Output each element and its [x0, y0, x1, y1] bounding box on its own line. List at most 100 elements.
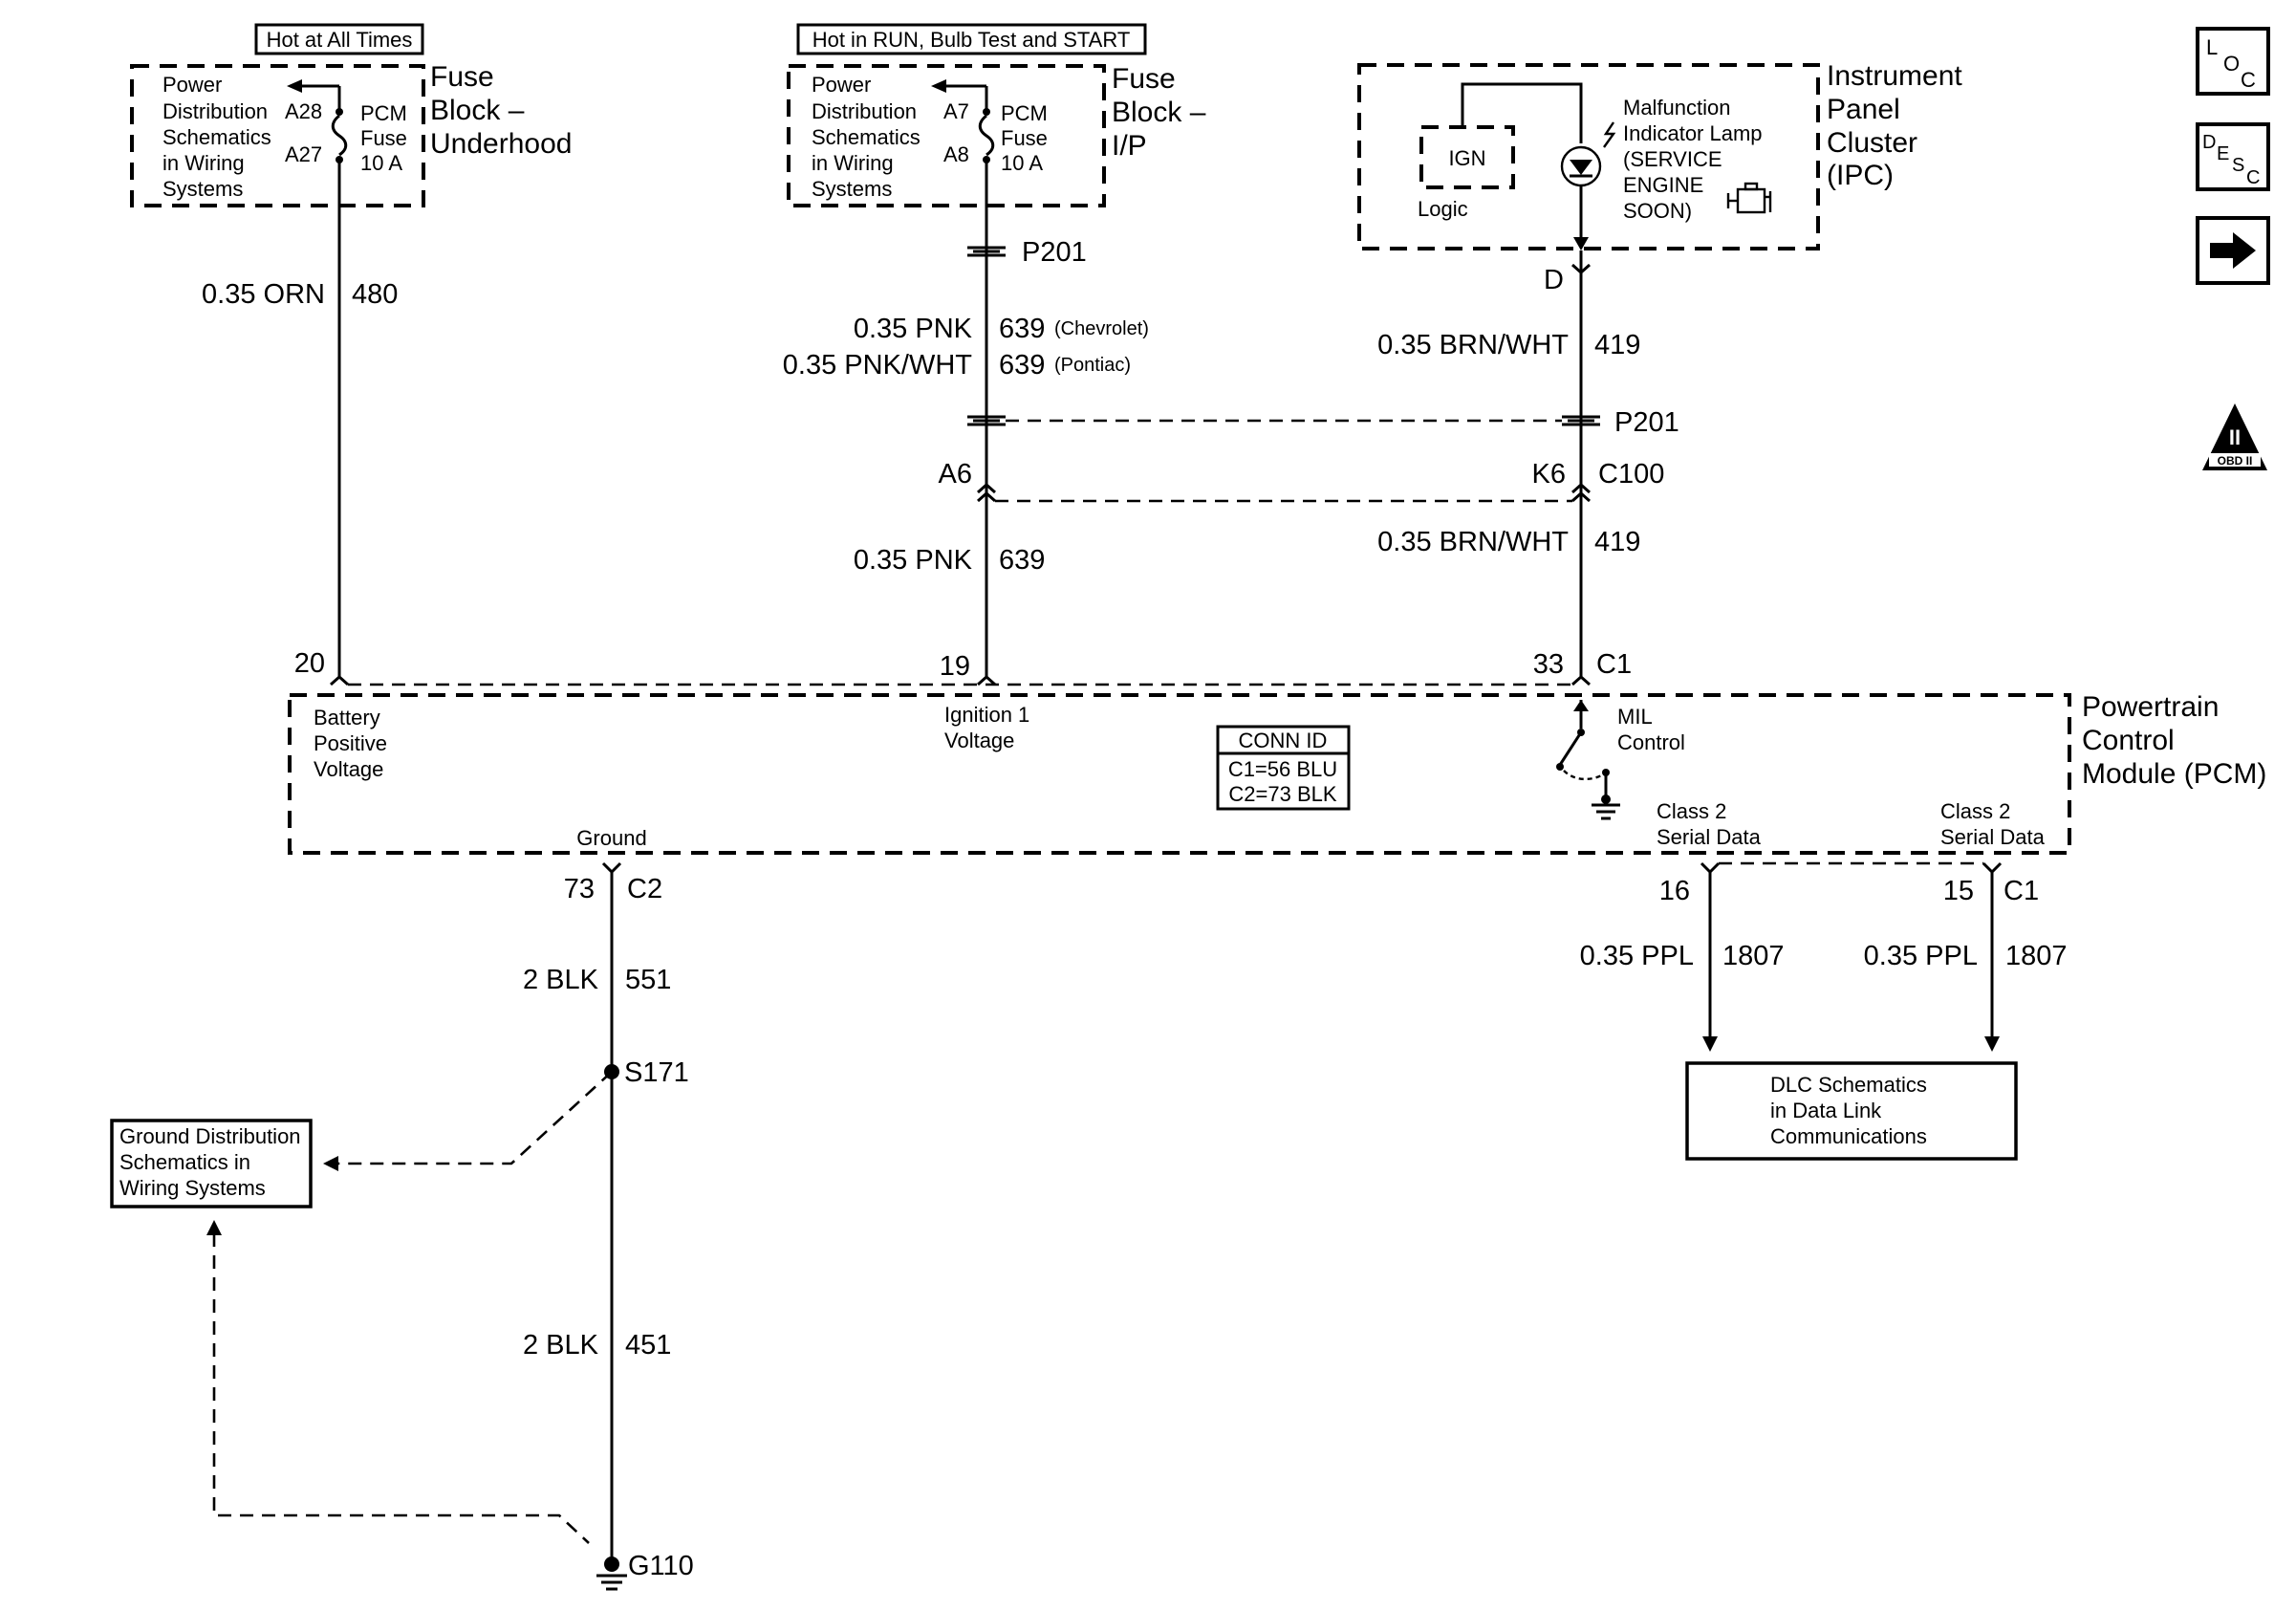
ground-dist-text: Ground Distribution: [119, 1124, 301, 1148]
conn-id-title: CONN ID: [1239, 729, 1328, 752]
power-dist-ref-text: in Wiring: [162, 151, 245, 175]
hot-at-all-times-banner: [254, 23, 424, 55]
wire-color-label: 2 BLK: [523, 1330, 599, 1361]
power-dist-ref-text: Schematics: [812, 125, 921, 149]
arrow-left-icon: [287, 79, 302, 93]
wire-color-label: 0.35 PNK/WHT: [783, 350, 972, 381]
wire-circuit-label: 1807: [2005, 941, 2068, 971]
fuse-block-ip-title: Block –: [1112, 97, 1206, 128]
loc-letter: C: [2241, 68, 2256, 92]
pcm-fuse-label: Fuse: [360, 126, 407, 150]
ground-g110-dot: [604, 1557, 619, 1572]
wire-color-label: 0.35 PPL: [1580, 941, 1694, 971]
wire-circuit-label: 451: [625, 1330, 671, 1361]
engine-icon: [1726, 182, 1772, 214]
pin-15-terminal: [1982, 861, 2003, 875]
obd-label: OBD II: [2218, 454, 2253, 468]
fuse-block-underhood-title: Underhood: [430, 128, 572, 160]
pcm-title: Powertrain: [2082, 691, 2219, 723]
fuse-block-ip-box: [787, 64, 1106, 207]
ignition-voltage-label: Ignition 1: [944, 703, 1029, 727]
ipc-title: Cluster: [1827, 127, 1917, 159]
pin-73-terminal: [601, 861, 622, 875]
pin-33-label: 33: [1533, 649, 1564, 680]
pcm-title: Module (PCM): [2082, 758, 2266, 790]
wire-color-label: 2 BLK: [523, 965, 599, 995]
pin-20-terminal: [330, 674, 349, 686]
connector-c1-label: C1: [1596, 649, 1632, 680]
pcm-title: Control: [2082, 725, 2175, 756]
ign-label: IGN: [1448, 146, 1485, 170]
wire-circuit-label: 639: [999, 350, 1045, 381]
pin-19-label: 19: [940, 651, 970, 682]
mil-lamp-label: Malfunction: [1623, 96, 1731, 120]
fuse-icon: [331, 114, 348, 157]
loc-button[interactable]: L O C: [2196, 27, 2270, 96]
wire-circuit-label: 639: [999, 314, 1045, 344]
mil-control-label: Control: [1617, 730, 1685, 754]
ground-icon: [1592, 803, 1620, 820]
power-dist-ref-text: Distribution: [812, 99, 917, 123]
ground-g110-label: G110: [628, 1551, 694, 1581]
ground-distribution-box[interactable]: Ground Distribution Schematics in Wiring…: [110, 1119, 313, 1208]
pin-33-terminal: [1571, 674, 1591, 686]
ipc-title: (IPC): [1827, 160, 1894, 191]
connector-c1-label: C1: [2004, 876, 2039, 906]
arrow-left-icon: [323, 1156, 338, 1171]
fuse-pin-label: A7: [943, 99, 969, 123]
ign-logic-box: [1419, 125, 1515, 189]
fuse-block-underhood: Hot at All Times Power Distribution Sche…: [130, 23, 572, 207]
class2-serial-data-label: Serial Data: [1940, 825, 2046, 849]
power-dist-ref-text: Distribution: [162, 99, 268, 123]
desc-letter: D: [2202, 132, 2216, 153]
connector-p201-label: P201: [1614, 407, 1679, 438]
power-dist-ref-text: Schematics: [162, 125, 271, 149]
mil-lamp-label: (SERVICE: [1623, 147, 1722, 171]
ipc-pin-d-label: D: [1544, 265, 1564, 295]
circuit-639: P201 0.35 PNK 639 (Chevrolet) 0.35 PNK/W…: [783, 207, 1149, 686]
splice-s171-label: S171: [624, 1057, 689, 1088]
pin-73-label: 73: [564, 874, 595, 904]
mil-lamp-label: ENGINE: [1623, 173, 1703, 197]
ground-dist-text: Schematics in: [119, 1150, 250, 1174]
circuit-480: 0.35 ORN 480 20: [202, 207, 398, 686]
dlc-text: Communications: [1770, 1124, 1927, 1148]
pcm-box: [288, 693, 2071, 855]
desc-letter: E: [2217, 143, 2229, 164]
fuse-block-ip-title: Fuse: [1112, 63, 1176, 95]
desc-button[interactable]: D E S C: [2196, 122, 2270, 191]
mil-lamp-label: SOON): [1623, 199, 1692, 223]
battery-voltage-label: Voltage: [314, 757, 383, 781]
pin-20-label: 20: [294, 648, 325, 679]
wire-color-label: 0.35 BRN/WHT: [1377, 527, 1569, 557]
fuse-block-ip: Hot in RUN, Bulb Test and START Power Di…: [787, 23, 1206, 207]
ignition-voltage-label: Voltage: [944, 729, 1014, 752]
dlc-schematics-box[interactable]: DLC Schematics in Data Link Communicatio…: [1685, 1061, 2018, 1161]
wire-circuit-label: 1807: [1722, 941, 1785, 971]
desc-letter: S: [2232, 155, 2244, 176]
pcm-fuse-label: 10 A: [360, 151, 402, 175]
pin-16-terminal: [1700, 861, 1721, 875]
connector-p201-label: P201: [1022, 237, 1087, 268]
pin-19-terminal: [977, 674, 996, 686]
fuse-pin-label: A28: [285, 99, 322, 123]
loc-letter: O: [2223, 52, 2240, 76]
class2-serial-data-label: Serial Data: [1657, 825, 1762, 849]
ipc-title: Panel: [1827, 94, 1900, 125]
wire-circuit-label: 480: [352, 279, 398, 310]
next-page-button[interactable]: [2196, 216, 2270, 285]
ground-dist-text: Wiring Systems: [119, 1176, 266, 1200]
wire-note-label: (Pontiac): [1054, 355, 1131, 376]
wire-circuit-label: 639: [999, 545, 1045, 576]
obd-ii-badge: II OBD II: [2202, 403, 2267, 470]
power-dist-ref-text: Power: [162, 73, 222, 97]
wire-note-label: (Chevrolet): [1054, 318, 1149, 339]
conn-id-c1: C1=56 BLU: [1228, 757, 1337, 781]
class2-serial-data-label: Class 2: [1657, 799, 1726, 823]
ipc-title: Instrument: [1827, 60, 1962, 92]
dlc-text: in Data Link: [1770, 1099, 1882, 1122]
arrow-left-icon: [931, 79, 946, 93]
wire-color-label: 0.35 ORN: [202, 279, 325, 310]
loc-letter: L: [2206, 35, 2218, 59]
